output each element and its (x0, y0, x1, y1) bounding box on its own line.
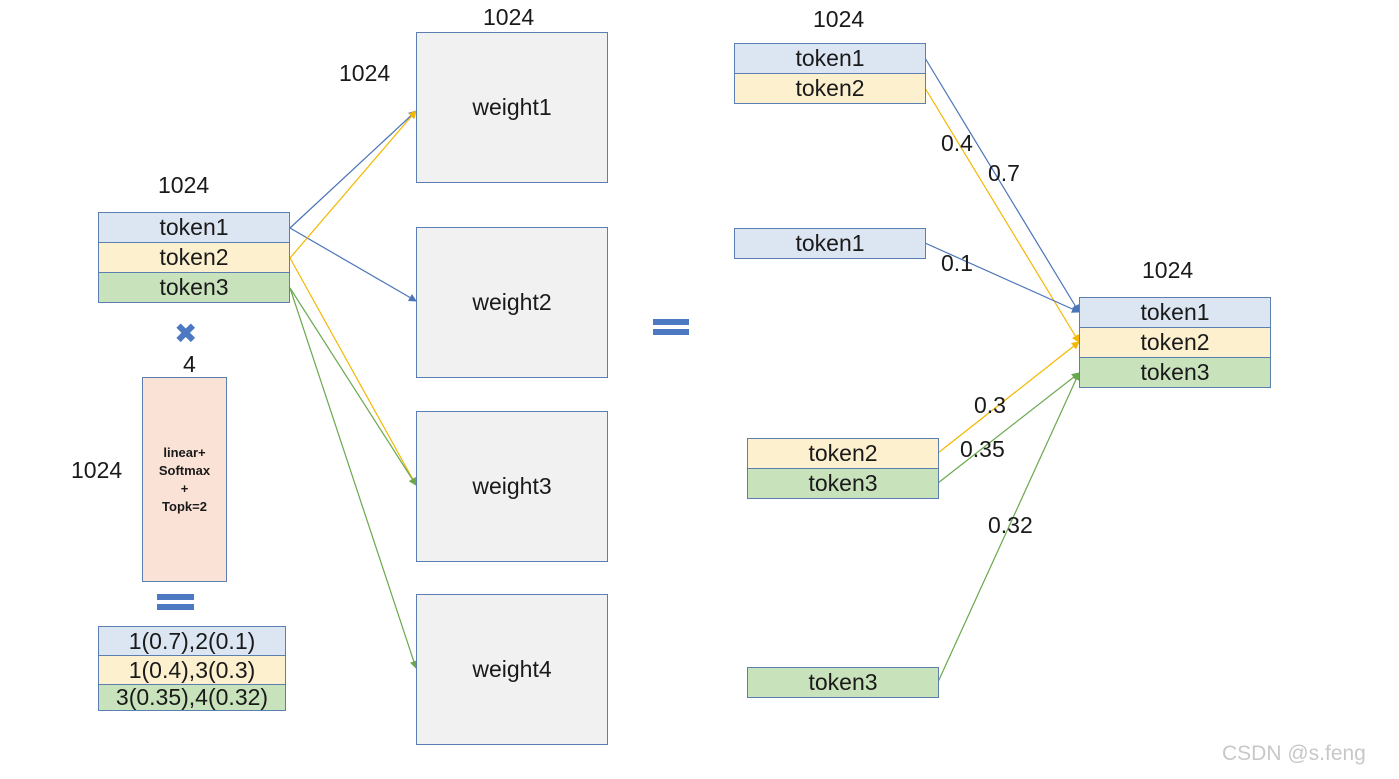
weight1-out-token2: token2 (734, 73, 926, 104)
input-token2: token2 (98, 242, 290, 273)
arrow-token2-weight3 (289, 257, 417, 486)
edge-weight-label: 0.1 (941, 250, 973, 276)
multiply-icon: ✖ (174, 318, 198, 349)
arrow-token3-weight4 (289, 287, 418, 669)
weight1-out-token1: token1 (734, 43, 926, 74)
weight2-out-token1: token1 (734, 228, 926, 259)
expert-weight3: weight3 (416, 411, 608, 562)
arrow-token1-weight1 (289, 110, 417, 229)
expert-weight1: weight1 (416, 32, 608, 183)
edge-weight-label: 0.32 (988, 512, 1033, 538)
edge-weight-label: 0.3 (974, 392, 1006, 418)
edge-weight-label: 0.4 (941, 130, 973, 156)
arrow-w1-token2-final (924, 87, 1080, 343)
router-line: linear+ (163, 444, 206, 460)
router-box: linear+ Softmax + Topk=2 (142, 377, 227, 582)
router-line: Softmax (158, 462, 211, 478)
routing-result-row-1: 1(0.7),2(0.1) (98, 626, 286, 656)
weight3-out-token3: token3 (747, 468, 939, 499)
arrow-w3-token2-final (937, 341, 1080, 454)
final-token2: token2 (1079, 327, 1271, 358)
arrow-token3-weight3 (289, 287, 417, 486)
arrow-w3-token3-final (937, 372, 1080, 484)
final-token1: token1 (1079, 297, 1271, 328)
router-line: Topk=2 (162, 498, 207, 514)
output-dim-label: 1024 (813, 6, 865, 32)
final-token3: token3 (1079, 357, 1271, 388)
arrow-token2-weight1 (289, 110, 417, 259)
edge-weight-label: 0.7 (988, 160, 1020, 186)
expert-weight4: weight4 (416, 594, 608, 745)
weight4-out-token3: token3 (747, 667, 939, 698)
arrow-token1-weight2 (289, 227, 417, 302)
arrow-w4-token3-final (937, 372, 1080, 683)
router-line: + (180, 480, 189, 496)
watermark: CSDN @s.feng (1222, 742, 1366, 765)
expert-dim-top: 1024 (483, 4, 535, 30)
routing-result-row-3: 3(0.35),4(0.32) (98, 684, 286, 711)
router-dim-left: 1024 (71, 457, 123, 483)
input-dim-label: 1024 (158, 172, 210, 198)
routing-result-row-2: 1(0.4),3(0.3) (98, 655, 286, 685)
arrow-w2-token1-final (924, 242, 1080, 313)
equals-icon (653, 319, 689, 336)
equals-icon (157, 594, 194, 610)
arrow-w1-token1-final (924, 57, 1080, 313)
edge-weight-label: 0.35 (960, 436, 1005, 462)
router-dim-top: 4 (183, 351, 196, 377)
weight3-out-token2: token2 (747, 438, 939, 469)
input-token1: token1 (98, 212, 290, 243)
expert-dim-left: 1024 (339, 60, 391, 86)
expert-weight2: weight2 (416, 227, 608, 378)
final-dim-label: 1024 (1142, 257, 1194, 283)
input-token3: token3 (98, 272, 290, 303)
